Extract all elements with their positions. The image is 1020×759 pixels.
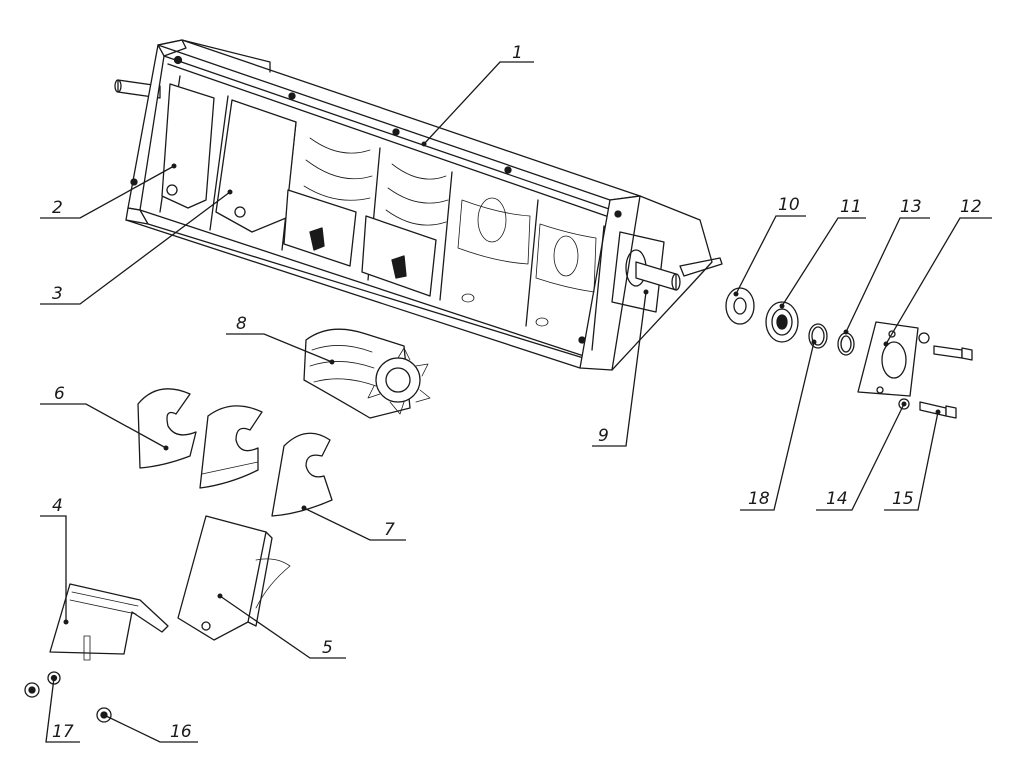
callout-11: 11 [840,197,862,217]
flap-block-b [361,215,437,297]
callout-17: 17 [52,722,74,742]
callout-7: 7 [384,520,395,540]
callout-13: 13 [900,197,922,217]
top-bracket [181,39,271,73]
ring-13 [837,332,855,356]
left-shaft [117,79,161,99]
bearing-11 [765,301,799,343]
callout-16: 16 [170,722,192,742]
rotor-hub [375,357,421,403]
drum-left [457,199,531,265]
callout-4: 4 [52,496,63,516]
callout-labels: 1 2 3 4 5 6 7 8 9 10 11 13 12 18 14 15 1… [52,43,982,742]
callout-10: 10 [778,195,800,215]
callout-6: 6 [54,384,65,404]
flange-plate [611,231,665,313]
c-plate-middle [199,405,263,489]
cover-plate-3 [215,99,297,233]
cover-plate-2 [161,83,215,209]
c-plate-7 [271,432,333,517]
bolt-15 [919,345,973,419]
rotor-helix-2 [385,163,449,226]
right-shaft [635,261,677,291]
callout-2: 2 [52,198,63,218]
drum-right [535,223,597,293]
callout-5: 5 [322,638,333,658]
nut-17-a [24,682,40,698]
callout-9: 9 [598,426,609,446]
callout-1: 1 [512,43,523,63]
washer-14 [898,332,930,410]
bearing-10 [725,287,755,325]
callout-8: 8 [236,314,247,334]
leaders [40,61,992,743]
side-plate-5 [177,515,291,641]
flange-housing-12 [857,321,919,397]
callout-15: 15 [892,489,914,509]
housing-frame [114,39,723,371]
callout-12: 12 [960,197,982,217]
ring-18 [808,323,828,349]
rotor-wheel [303,328,431,419]
callout-3: 3 [52,284,63,304]
bottom-cover-4 [49,583,169,661]
bracket-tab [679,257,723,277]
left-shaft-end [114,79,122,93]
rotor-helix-1 [303,137,373,201]
c-plate-6 [137,388,197,469]
callout-14: 14 [826,489,848,509]
callout-18: 18 [748,489,770,509]
